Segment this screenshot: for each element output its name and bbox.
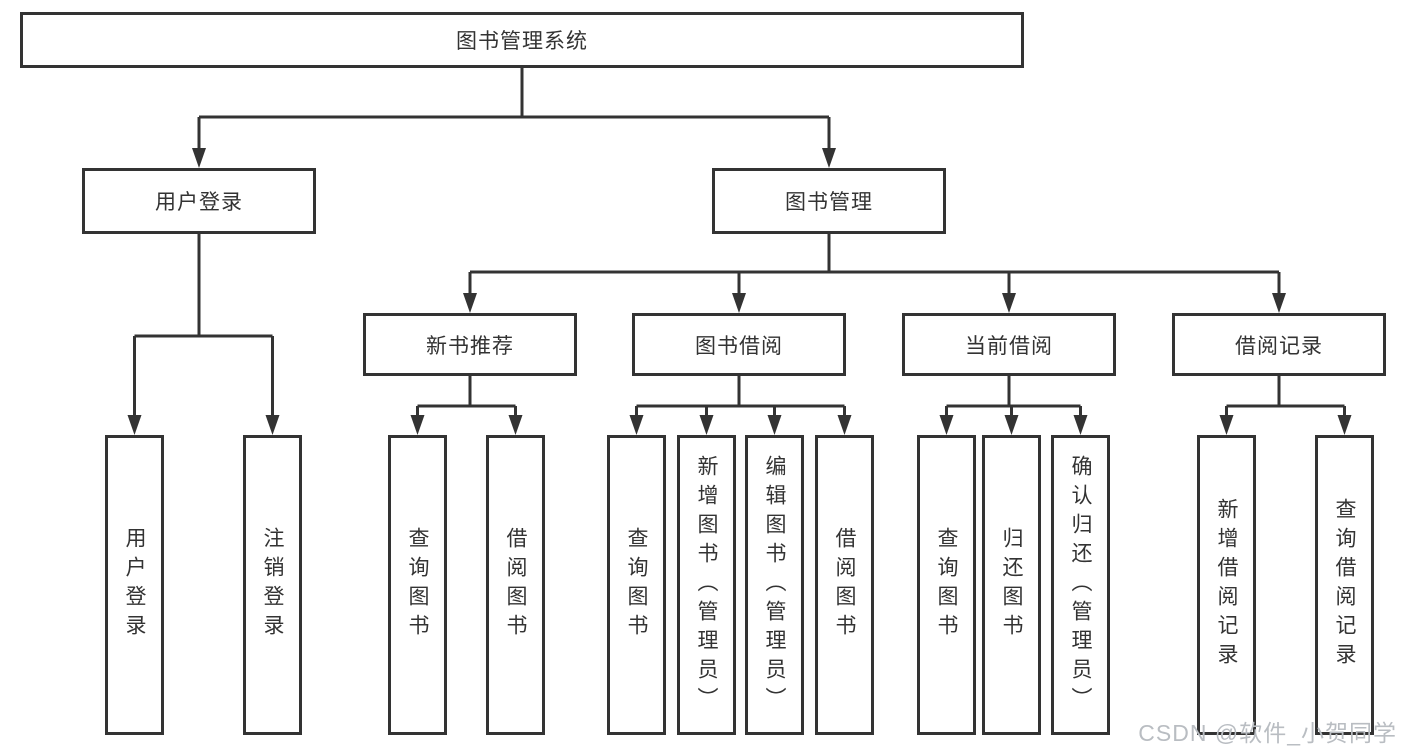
leaf-query-books-recommend: 查询图书 bbox=[388, 435, 447, 735]
leaf-confirm-return-admin: 确认归还（管理员） bbox=[1051, 435, 1110, 735]
node-current-borrowing: 当前借阅 bbox=[902, 313, 1116, 376]
node-book-borrowing-label: 图书借阅 bbox=[695, 334, 783, 358]
leaf-borrow-books-borrowing-label: 借阅图书 bbox=[833, 527, 856, 643]
node-borrowing-records: 借阅记录 bbox=[1172, 313, 1386, 376]
leaf-query-books-recommend-label: 查询图书 bbox=[406, 527, 429, 643]
node-current-borrowing-label: 当前借阅 bbox=[965, 334, 1053, 358]
leaf-query-borrow-record: 查询借阅记录 bbox=[1315, 435, 1374, 735]
connector-lines bbox=[133, 68, 1346, 419]
leaf-add-borrow-record: 新增借阅记录 bbox=[1197, 435, 1256, 735]
leaf-edit-book-admin-label: 编辑图书（管理员） bbox=[763, 454, 786, 716]
leaf-add-book-admin-label: 新增图书（管理员） bbox=[695, 454, 718, 716]
leaf-query-books-current: 查询图书 bbox=[917, 435, 976, 735]
node-root-label: 图书管理系统 bbox=[456, 30, 588, 53]
leaf-query-books-borrowing: 查询图书 bbox=[607, 435, 666, 735]
leaf-query-books-borrowing-label: 查询图书 bbox=[625, 527, 648, 643]
leaf-borrow-books-recommend: 借阅图书 bbox=[486, 435, 545, 735]
leaf-borrow-books-borrowing: 借阅图书 bbox=[815, 435, 874, 735]
node-root-system: 图书管理系统 bbox=[20, 12, 1024, 68]
leaf-user-login: 用户登录 bbox=[105, 435, 164, 735]
leaf-borrow-books-recommend-label: 借阅图书 bbox=[504, 527, 527, 643]
node-new-book-recommend: 新书推荐 bbox=[363, 313, 577, 376]
leaf-logout-label: 注销登录 bbox=[261, 527, 284, 643]
node-book-management: 图书管理 bbox=[712, 168, 946, 234]
leaf-edit-book-admin: 编辑图书（管理员） bbox=[745, 435, 804, 735]
csdn-watermark: CSDN @软件_小贺同学 bbox=[1138, 720, 1397, 746]
leaf-logout: 注销登录 bbox=[243, 435, 302, 735]
leaf-add-book-admin: 新增图书（管理员） bbox=[677, 435, 736, 735]
leaf-user-login-label: 用户登录 bbox=[123, 527, 146, 643]
leaf-return-books-label: 归还图书 bbox=[1000, 527, 1023, 643]
leaf-query-books-current-label: 查询图书 bbox=[935, 527, 958, 643]
node-borrowing-records-label: 借阅记录 bbox=[1235, 334, 1323, 358]
node-book-management-label: 图书管理 bbox=[785, 191, 873, 214]
leaf-query-borrow-record-label: 查询借阅记录 bbox=[1333, 498, 1356, 672]
leaf-add-borrow-record-label: 新增借阅记录 bbox=[1215, 498, 1238, 672]
leaf-return-books: 归还图书 bbox=[982, 435, 1041, 735]
node-new-book-recommend-label: 新书推荐 bbox=[426, 334, 514, 358]
node-book-borrowing: 图书借阅 bbox=[632, 313, 846, 376]
node-user-login-label: 用户登录 bbox=[155, 191, 243, 214]
node-user-login: 用户登录 bbox=[82, 168, 316, 234]
leaf-confirm-return-admin-label: 确认归还（管理员） bbox=[1069, 454, 1092, 716]
